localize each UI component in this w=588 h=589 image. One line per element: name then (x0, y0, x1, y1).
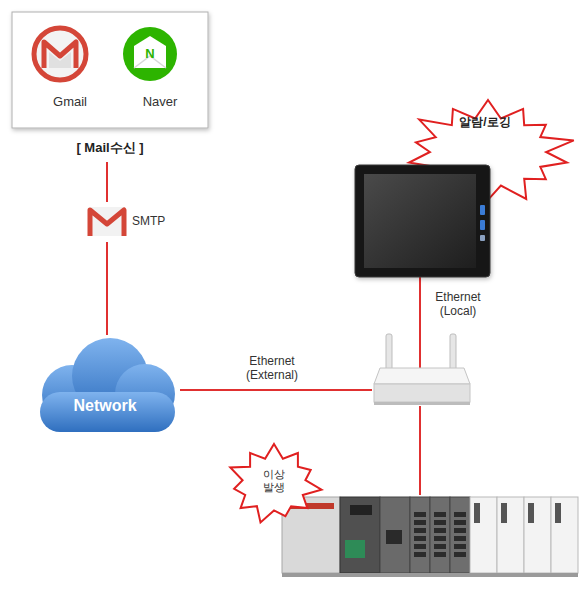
smtp-gmail-icon (88, 207, 126, 236)
cloud-label: Network (30, 396, 180, 415)
white-module (551, 497, 578, 573)
gmail-icon (34, 28, 86, 80)
terminal-slot (434, 536, 446, 541)
mail-receive-box: GmailNaver [ Mail수신 ] (10, 10, 210, 162)
terminal-slot (434, 520, 446, 525)
naver-mail-icon (123, 27, 177, 81)
smtp-server: SMTP (86, 202, 176, 242)
ethernet-line (419, 277, 421, 368)
service-name: Gmail (20, 94, 120, 110)
network-cloud: Network (30, 335, 180, 440)
terminal-slot (434, 512, 446, 517)
terminal-slot (414, 520, 426, 525)
ethernet-line (180, 389, 372, 391)
terminal-slot (454, 528, 466, 533)
logo-letter: N (140, 46, 160, 62)
plc-rack (282, 497, 578, 577)
terminal-slot (414, 552, 426, 557)
ethernet-line (106, 242, 108, 335)
module-led (501, 503, 507, 523)
plc-device: 이상 발생 (282, 495, 578, 577)
io-module (410, 497, 430, 573)
terminal-slot (414, 536, 426, 541)
terminal-slot (454, 520, 466, 525)
hmi-device: 알람/로깅 (355, 165, 490, 277)
white-module (470, 497, 497, 573)
terminal-slot (414, 544, 426, 549)
white-module (497, 497, 524, 573)
router-node (372, 368, 468, 406)
ethernet-line (106, 162, 108, 202)
terminal-slot (454, 512, 466, 517)
network-cloud (40, 338, 175, 432)
module-led (555, 503, 561, 523)
hmi-panel (355, 165, 490, 277)
box-heading: [ Mail수신 ] (40, 140, 180, 156)
router (374, 334, 470, 405)
terminal-slot (414, 528, 426, 533)
mail-box-outline (12, 12, 208, 128)
edge-label: Ethernet (External) (232, 354, 312, 383)
fault-burst (230, 444, 321, 522)
service-name: Naver (110, 94, 210, 110)
server-label: SMTP (132, 214, 176, 228)
white-module (524, 497, 551, 573)
fault-label: 이상 발생 (257, 468, 291, 494)
module-led (528, 503, 534, 523)
terminal-slot (454, 536, 466, 541)
terminal-slot (414, 512, 426, 517)
terminal-slot (454, 552, 466, 557)
module-led (474, 503, 480, 523)
ethernet-line (419, 406, 421, 495)
io-module (450, 497, 470, 573)
alarm-label: 알람/로깅 (435, 115, 535, 129)
terminal-slot (434, 544, 446, 549)
terminal-slot (434, 528, 446, 533)
terminal-slot (454, 544, 466, 549)
edge-label: Ethernet (Local) (428, 290, 488, 319)
terminal-slot (434, 552, 446, 557)
io-module (430, 497, 450, 573)
